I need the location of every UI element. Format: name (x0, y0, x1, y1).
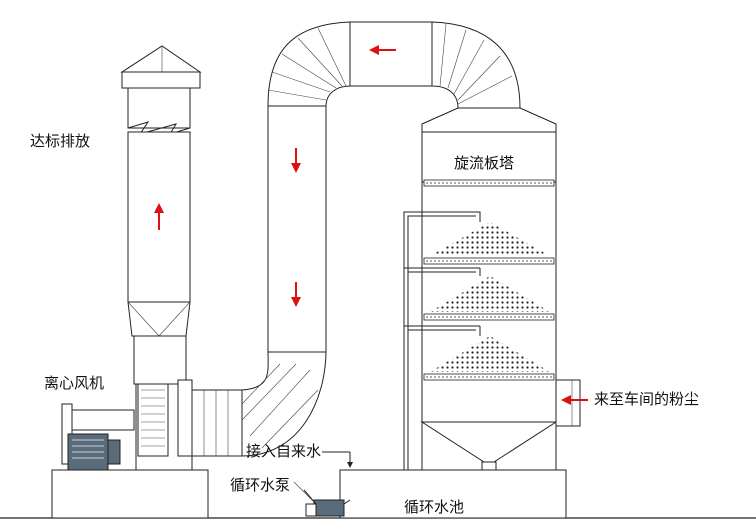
fan-label: 离心风机 (44, 374, 104, 392)
dust-inlet-label: 来至车间的粉尘 (594, 390, 699, 408)
air-duct (191, 21, 521, 457)
spray-cone-1 (430, 222, 550, 256)
pump-label: 循环水泵 (230, 476, 290, 494)
fan-base (51, 469, 209, 519)
circulation-pump (293, 481, 351, 517)
water-inlet-label: 接入自来水 (246, 442, 321, 460)
spray-cone-2 (430, 276, 550, 312)
tower-label: 旋流板塔 (454, 154, 514, 172)
circulation-pool (339, 469, 567, 519)
pool-label: 循环水池 (404, 498, 464, 516)
centrifugal-fan (135, 379, 193, 471)
discharge-label: 达标排放 (30, 132, 90, 150)
spray-cone-3 (430, 336, 550, 372)
flow-arrows (154, 45, 588, 405)
fan-motor (61, 403, 135, 471)
water-inlet-pipe (322, 451, 353, 468)
scrubber-tower (420, 107, 581, 471)
exhaust-stack (120, 45, 202, 385)
